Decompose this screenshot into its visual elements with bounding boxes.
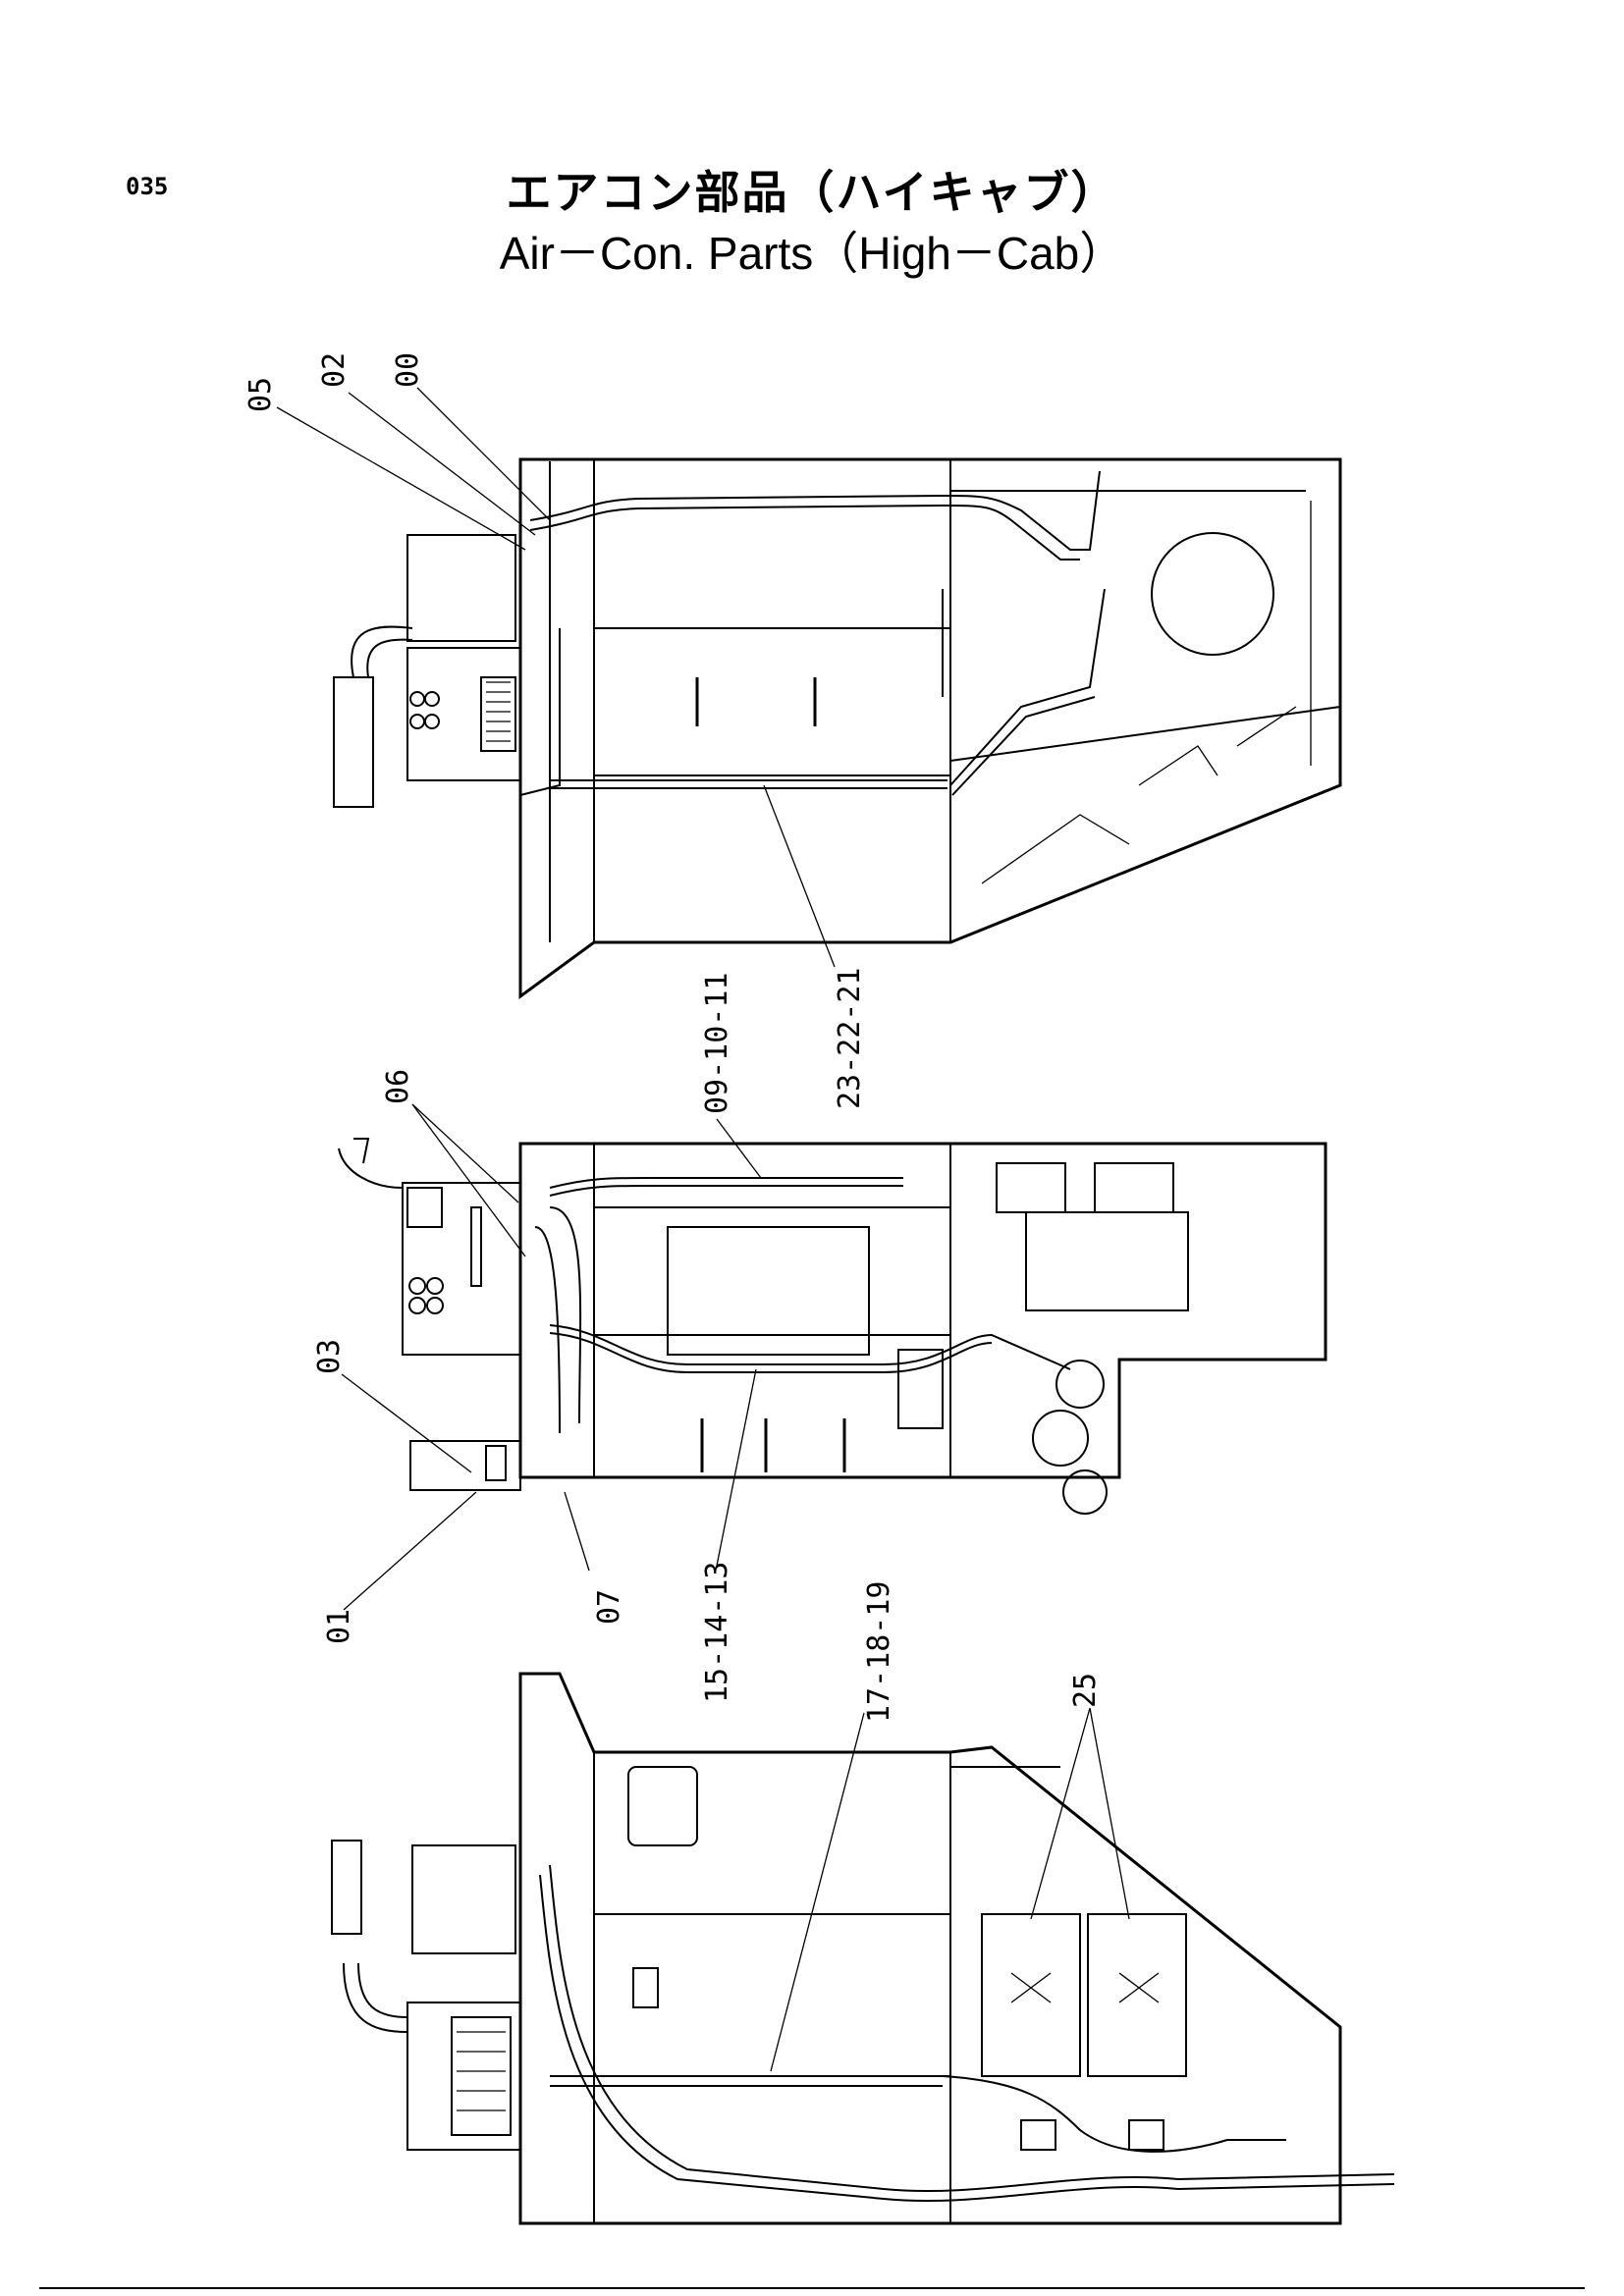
cab-view-bottom bbox=[331, 1672, 1395, 2225]
footer-rule bbox=[39, 2287, 1585, 2289]
title-japanese: エアコン部品（ハイキャブ） bbox=[506, 166, 1118, 219]
callout-07: 07 bbox=[592, 1589, 626, 1625]
callout-15-14-13: 15-14-13 bbox=[700, 1562, 734, 1704]
callout-05: 05 bbox=[244, 377, 278, 412]
cab-view-middle bbox=[338, 1103, 1327, 1611]
callout-25: 25 bbox=[1068, 1673, 1103, 1708]
callout-23-22-21: 23-22-21 bbox=[833, 968, 867, 1110]
title-english: Air－Con. Parts（High－Cab） bbox=[499, 228, 1125, 279]
callout-06: 06 bbox=[381, 1069, 415, 1104]
callout-01: 01 bbox=[322, 1609, 356, 1644]
callout-09-10-11: 09-10-11 bbox=[700, 973, 734, 1115]
cab-view-top bbox=[276, 387, 1342, 999]
callout-03: 03 bbox=[312, 1339, 347, 1374]
callout-17-18-19: 17-18-19 bbox=[862, 1581, 896, 1724]
page-number: 035 bbox=[126, 173, 169, 200]
callout-00: 00 bbox=[391, 352, 425, 388]
callout-02: 02 bbox=[317, 352, 352, 388]
